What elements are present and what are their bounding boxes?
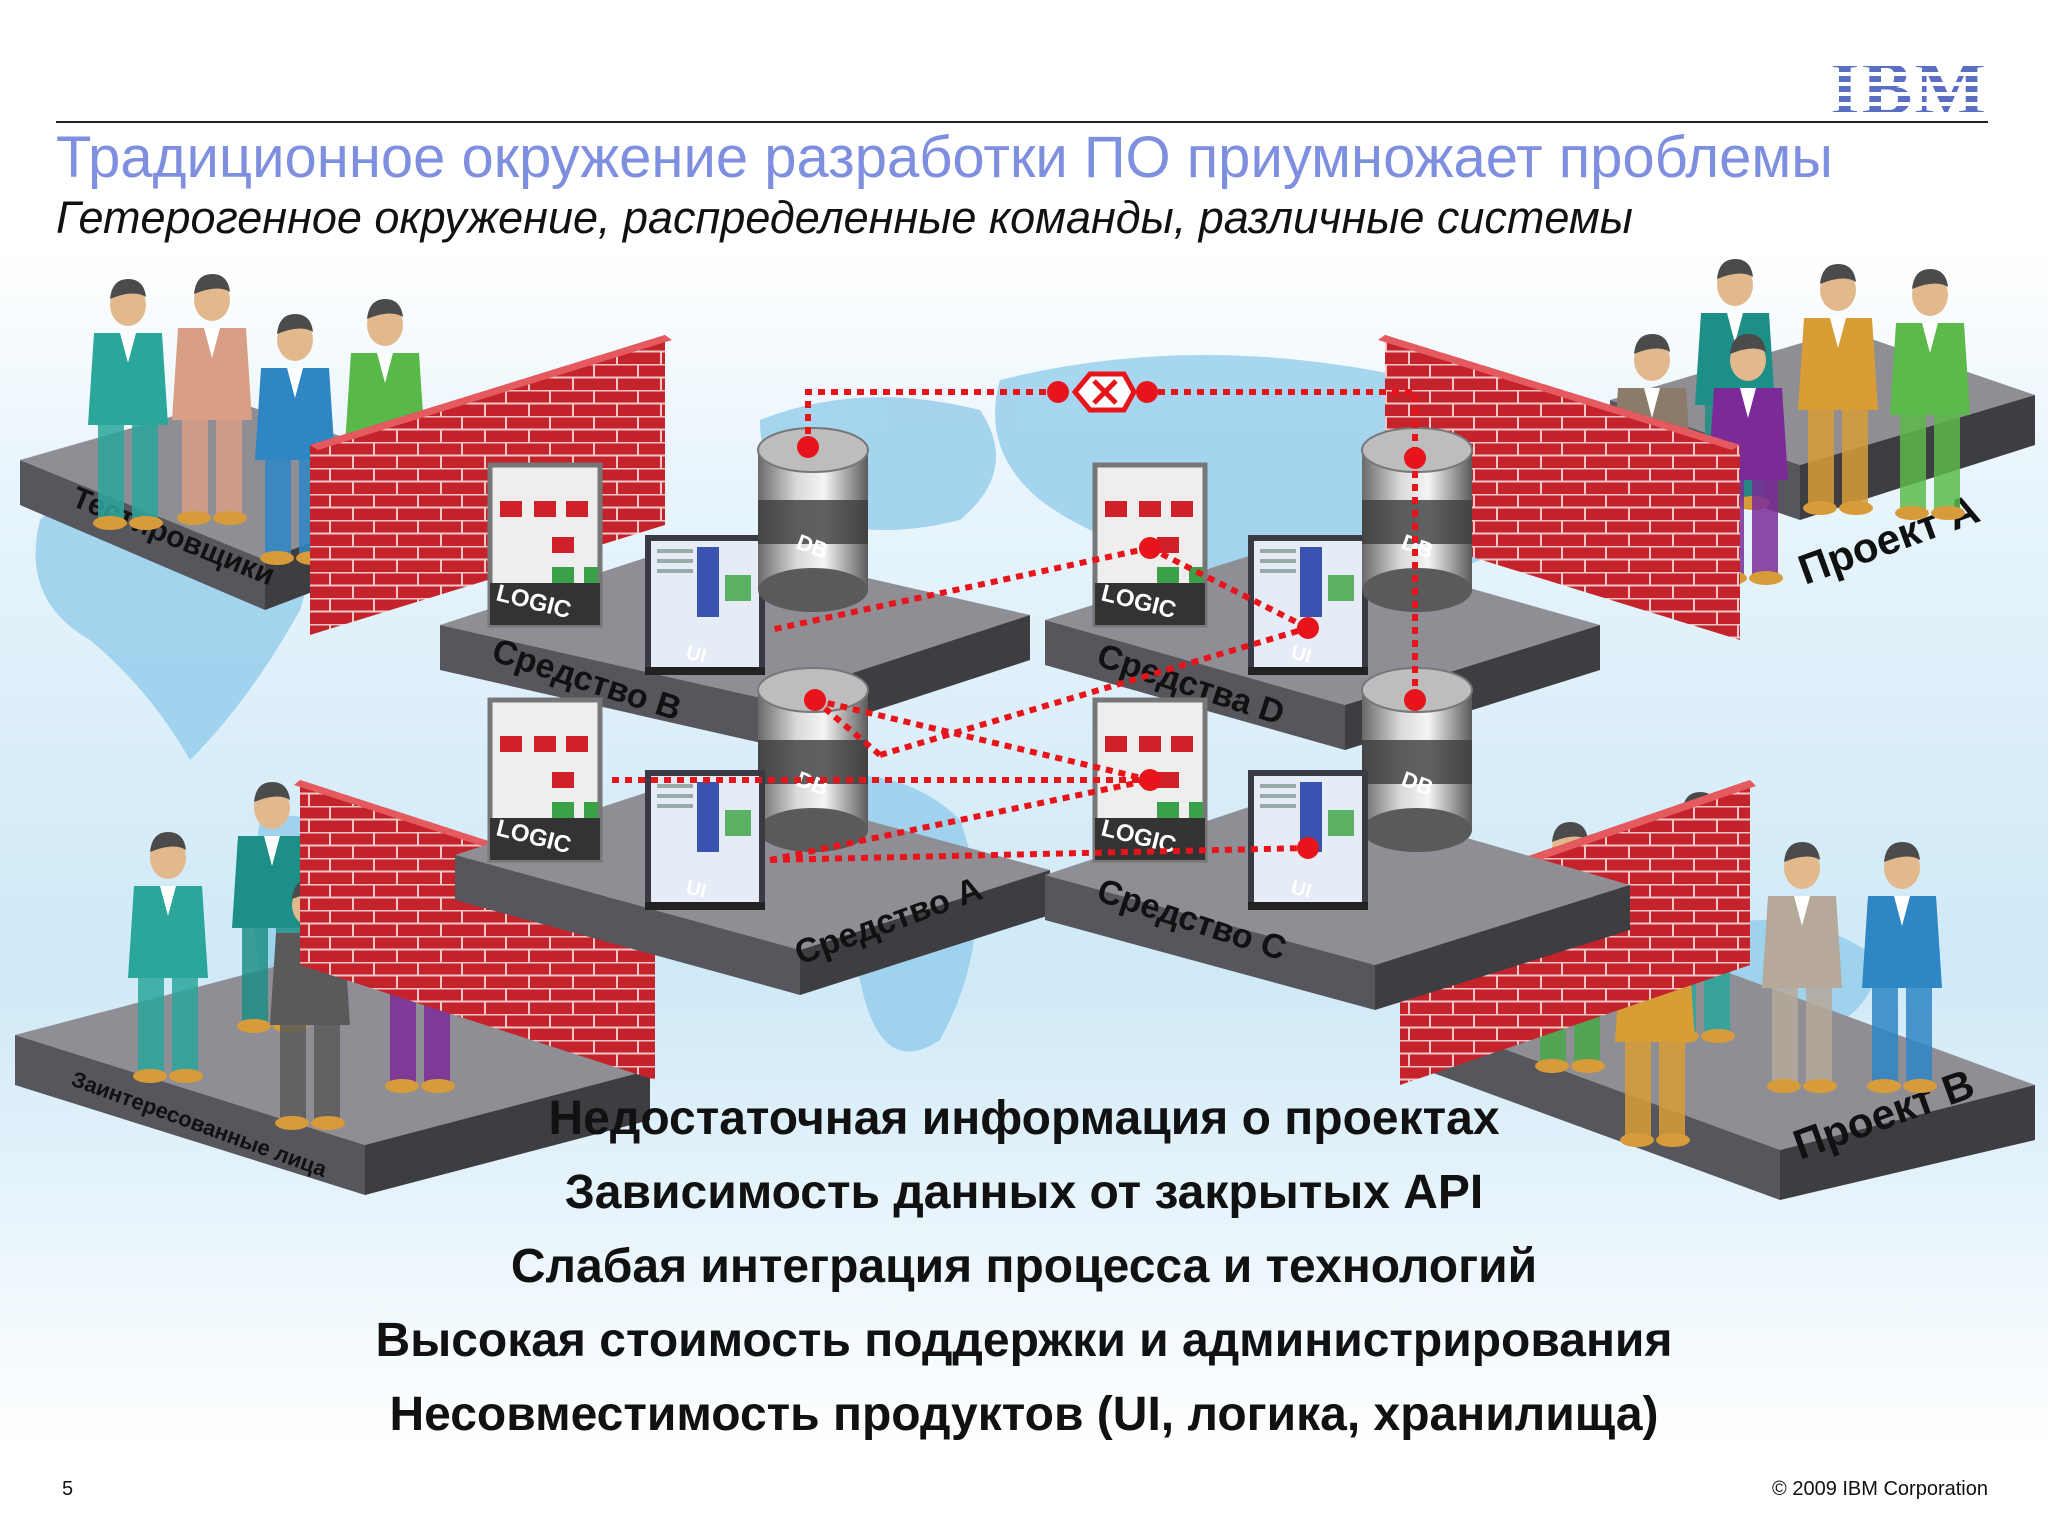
problem-item: Зависимость данных от закрытых API	[564, 1166, 1484, 1219]
page-number: 5	[62, 1478, 74, 1500]
group-project-b: Проект В	[1400, 780, 2035, 1200]
connector-nodes	[797, 381, 1426, 859]
connectors	[612, 389, 1418, 863]
problem-item: Слабая интеграция процесса и технологий	[510, 1240, 1538, 1293]
problem-item: Несовместимость продуктов (UI, логика, х…	[389, 1388, 1659, 1441]
slide-title: Традиционное окружение разработки ПО при…	[56, 125, 1833, 190]
problems-list: Недостаточная информация о проектах Зави…	[0, 1082, 2048, 1452]
broken-link-icon	[1071, 371, 1137, 413]
copyright: © 2009 IBM Corporation	[1772, 1478, 1988, 1500]
group-testers: Тестировщики	[20, 274, 672, 635]
problem-item: Недостаточная информация о проектах	[548, 1092, 1500, 1145]
group-stakeholders: Заинтересованные лица	[15, 780, 655, 1195]
header-rule	[56, 121, 1988, 123]
problem-item: Высокая стоимость поддержки и администри…	[375, 1314, 1673, 1367]
ibm-logo: IBM	[1830, 47, 1988, 131]
slide-subtitle: Гетерогенное окружение, распределенные к…	[56, 192, 1633, 243]
